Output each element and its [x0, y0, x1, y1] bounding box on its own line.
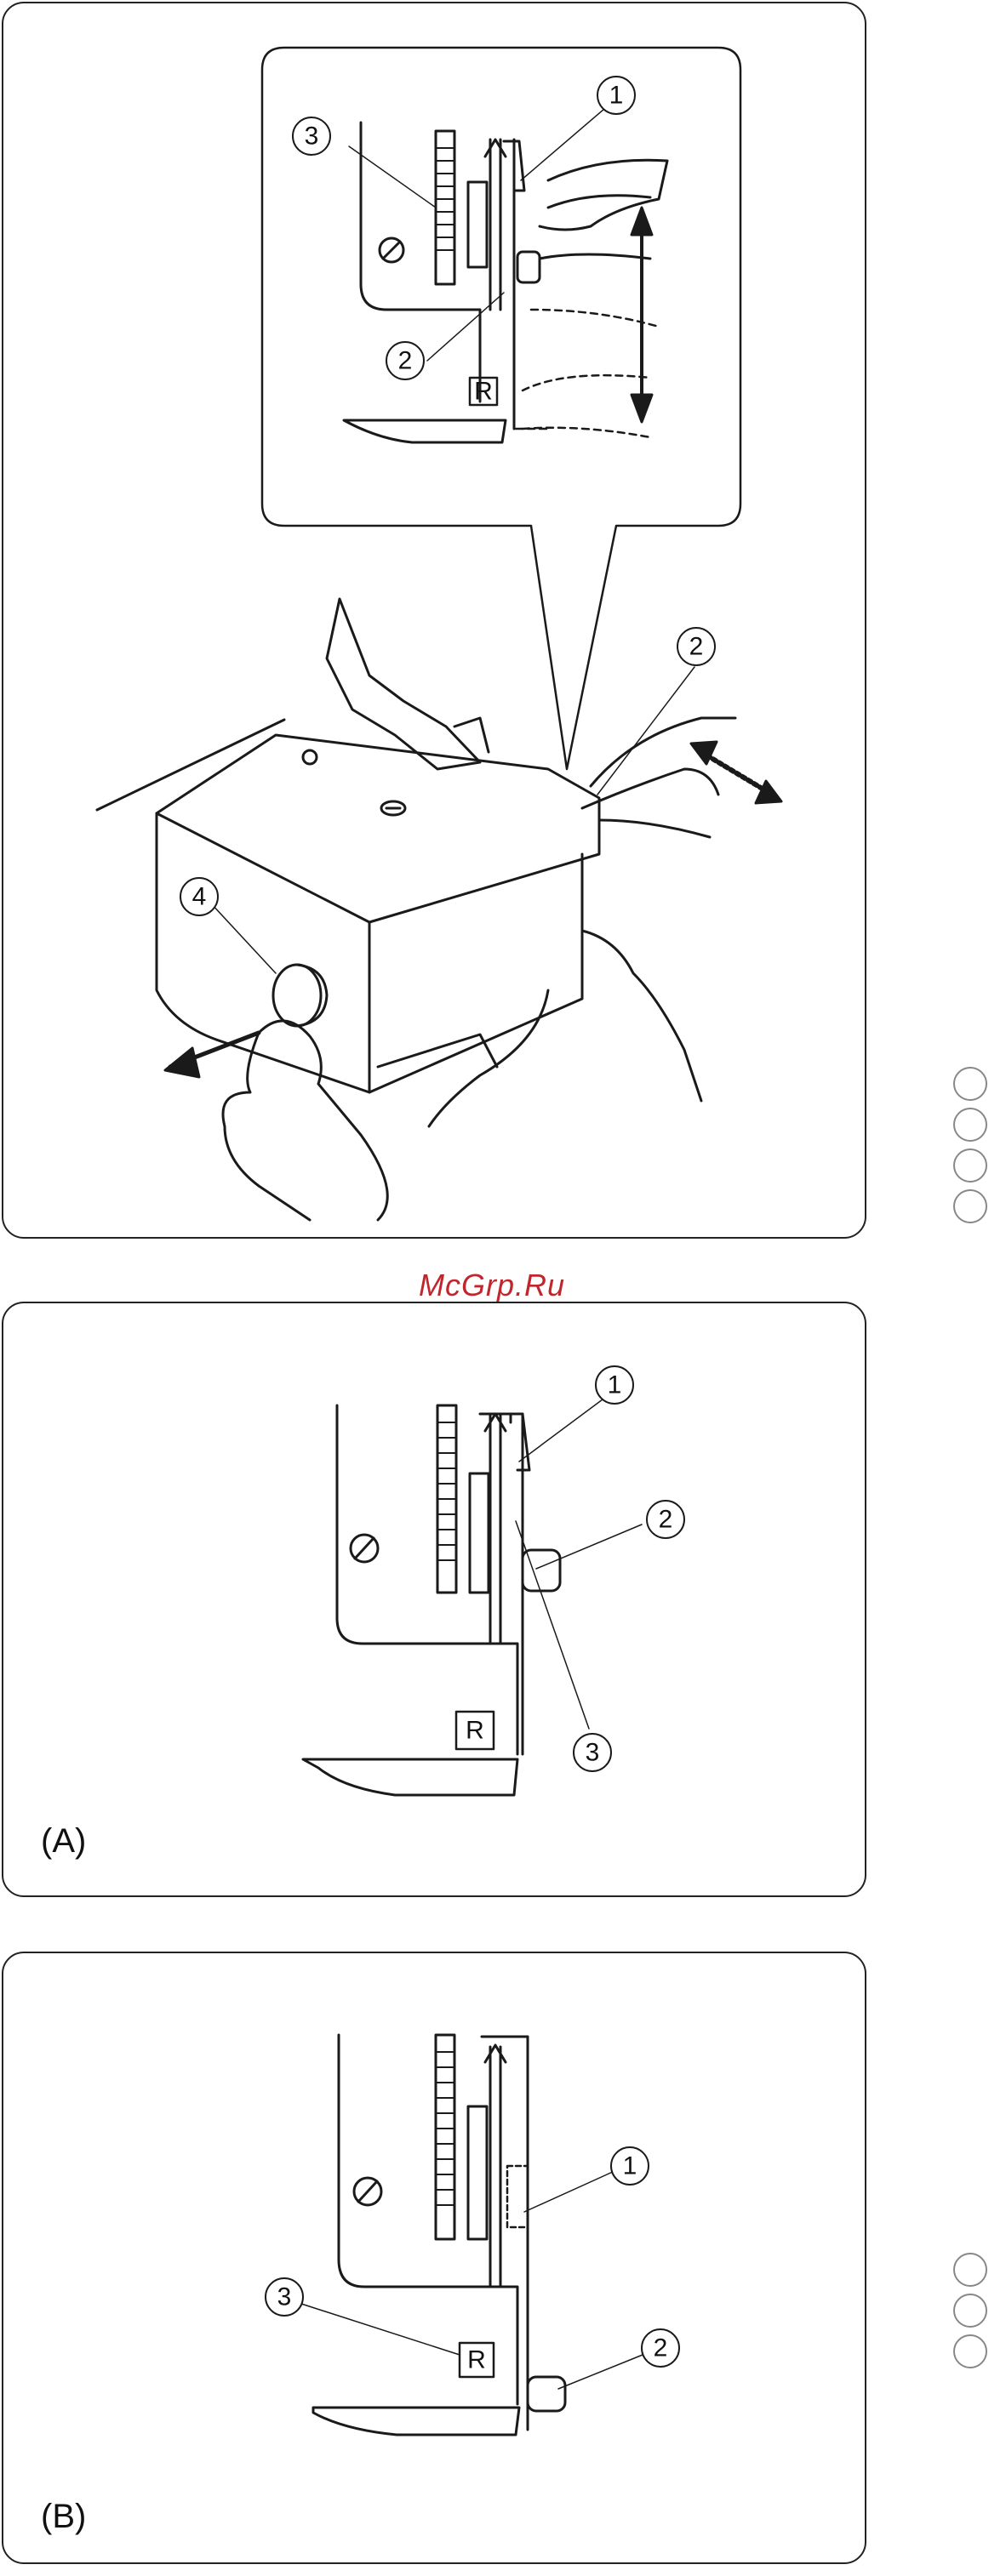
page-marker-circle	[953, 2334, 987, 2368]
position-b-drawing: R 1 2 3	[3, 1953, 868, 2566]
callout-2: 2	[659, 1506, 673, 1534]
page-marker-circle	[953, 1108, 987, 1142]
illustration-panel-b: R 1 2 3 (B)	[2, 1952, 866, 2564]
callout-3: 3	[277, 2283, 292, 2311]
panel-a-label: (A)	[41, 1822, 86, 1861]
callout-2: 2	[398, 347, 413, 375]
page-marker-circle	[953, 1067, 987, 1101]
serger-overview-drawing: R 1 3 2 2 4	[3, 3, 868, 1240]
illustration-panel-overview: R 1 3 2 2 4	[2, 2, 866, 1239]
callout-1: 1	[623, 2152, 637, 2180]
callout-2: 2	[689, 633, 704, 661]
page-marker-circle	[953, 2294, 987, 2328]
page-marker-circle	[953, 1148, 987, 1183]
reverse-marker-letter: R	[474, 378, 493, 406]
panel-b-label: (B)	[41, 2498, 86, 2536]
position-a-drawing: R 1 2 3	[3, 1303, 868, 1899]
callout-1: 1	[608, 1371, 622, 1399]
watermark-text: McGrp.Ru	[419, 1268, 565, 1303]
reverse-marker-letter: R	[466, 1717, 484, 1745]
reverse-marker-letter: R	[467, 2346, 486, 2374]
callout-1: 1	[609, 82, 624, 110]
illustration-panel-a: R 1 2 3 (A)	[2, 1302, 866, 1897]
callout-2: 2	[654, 2334, 668, 2362]
page-marker-circle	[953, 1189, 987, 1223]
page-marker-circle	[953, 2253, 987, 2287]
callout-3: 3	[586, 1739, 600, 1767]
callout-4: 4	[192, 883, 207, 911]
callout-3: 3	[305, 123, 319, 151]
